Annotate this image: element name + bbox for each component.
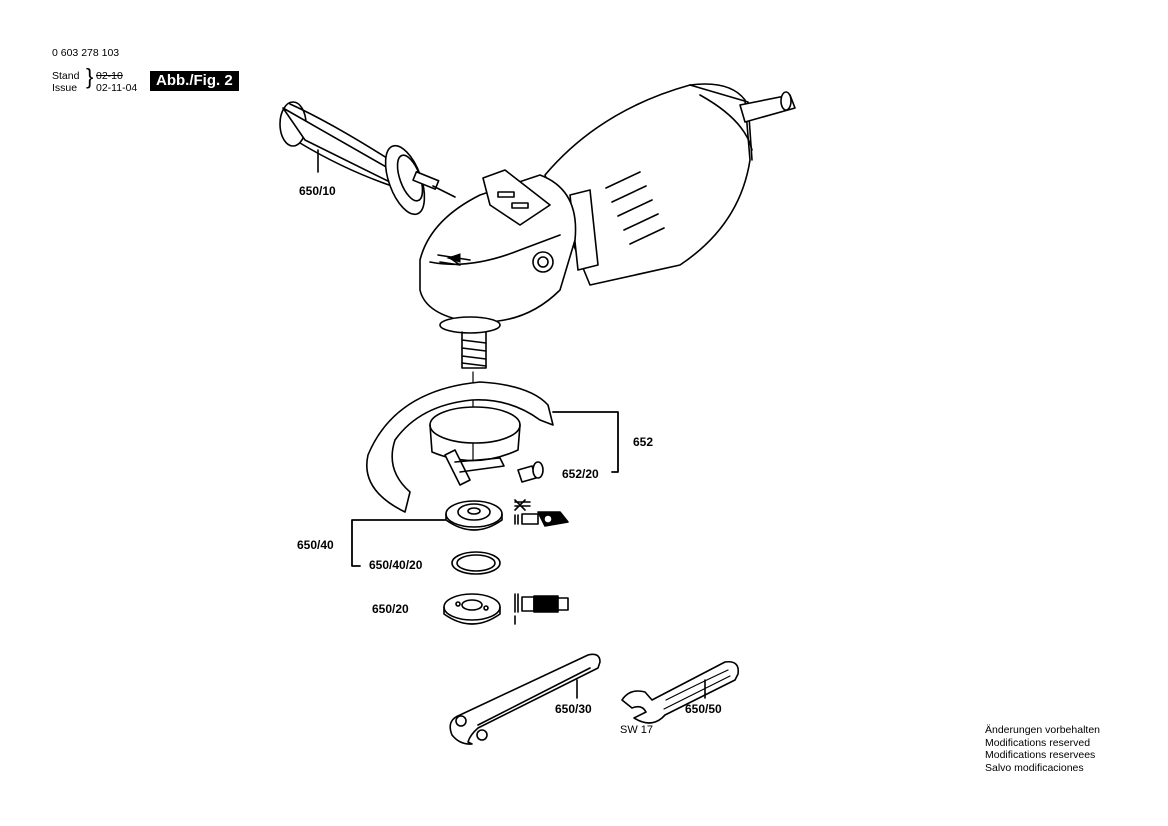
clamping-nut-illustration	[443, 593, 501, 625]
guard-illustration	[366, 381, 554, 513]
o-ring-illustration	[451, 551, 501, 575]
stand-value: 02-10	[96, 70, 123, 82]
part-label-flange: 650/40	[297, 538, 334, 552]
mounting-symbol-upper	[514, 499, 539, 525]
angle-grinder-illustration	[419, 83, 796, 369]
side-handle-illustration	[279, 101, 456, 216]
spanner-illustration	[449, 653, 601, 745]
wrench-illustration	[621, 660, 740, 724]
part-label-guard: 652	[633, 435, 654, 449]
issue-value: 02-11-04	[96, 82, 138, 94]
stand-label: Stand	[52, 70, 80, 82]
document-number: 0 603 278 103	[52, 47, 120, 59]
figure-badge: Abb./Fig. 2	[150, 71, 239, 91]
wrench-size-label: SW 17	[620, 724, 654, 736]
guard-screw-illustration	[517, 461, 544, 483]
part-label-guard-screw: 652/20	[562, 467, 599, 481]
header-brace: }	[86, 64, 94, 89]
note-line: Salvo modificaciones	[985, 761, 1084, 774]
issue-label: Issue	[52, 82, 78, 94]
note-line: Modifications reservees	[985, 749, 1096, 761]
modifications-notes: Änderungen vorbehalten Modifications res…	[985, 724, 1100, 774]
part-label-o-ring: 650/40/20	[369, 558, 423, 572]
part-label-spanner: 650/30	[555, 702, 592, 716]
part-label-wrench: 650/50	[685, 702, 722, 716]
flange-illustration	[445, 500, 503, 531]
part-label-clamping-nut: 650/20	[372, 602, 409, 616]
note-line: Änderungen vorbehalten	[985, 724, 1101, 736]
part-label-handle: 650/10	[299, 184, 336, 198]
note-line: Modifications reserved	[985, 736, 1091, 749]
mounting-symbol-lower	[514, 593, 535, 625]
